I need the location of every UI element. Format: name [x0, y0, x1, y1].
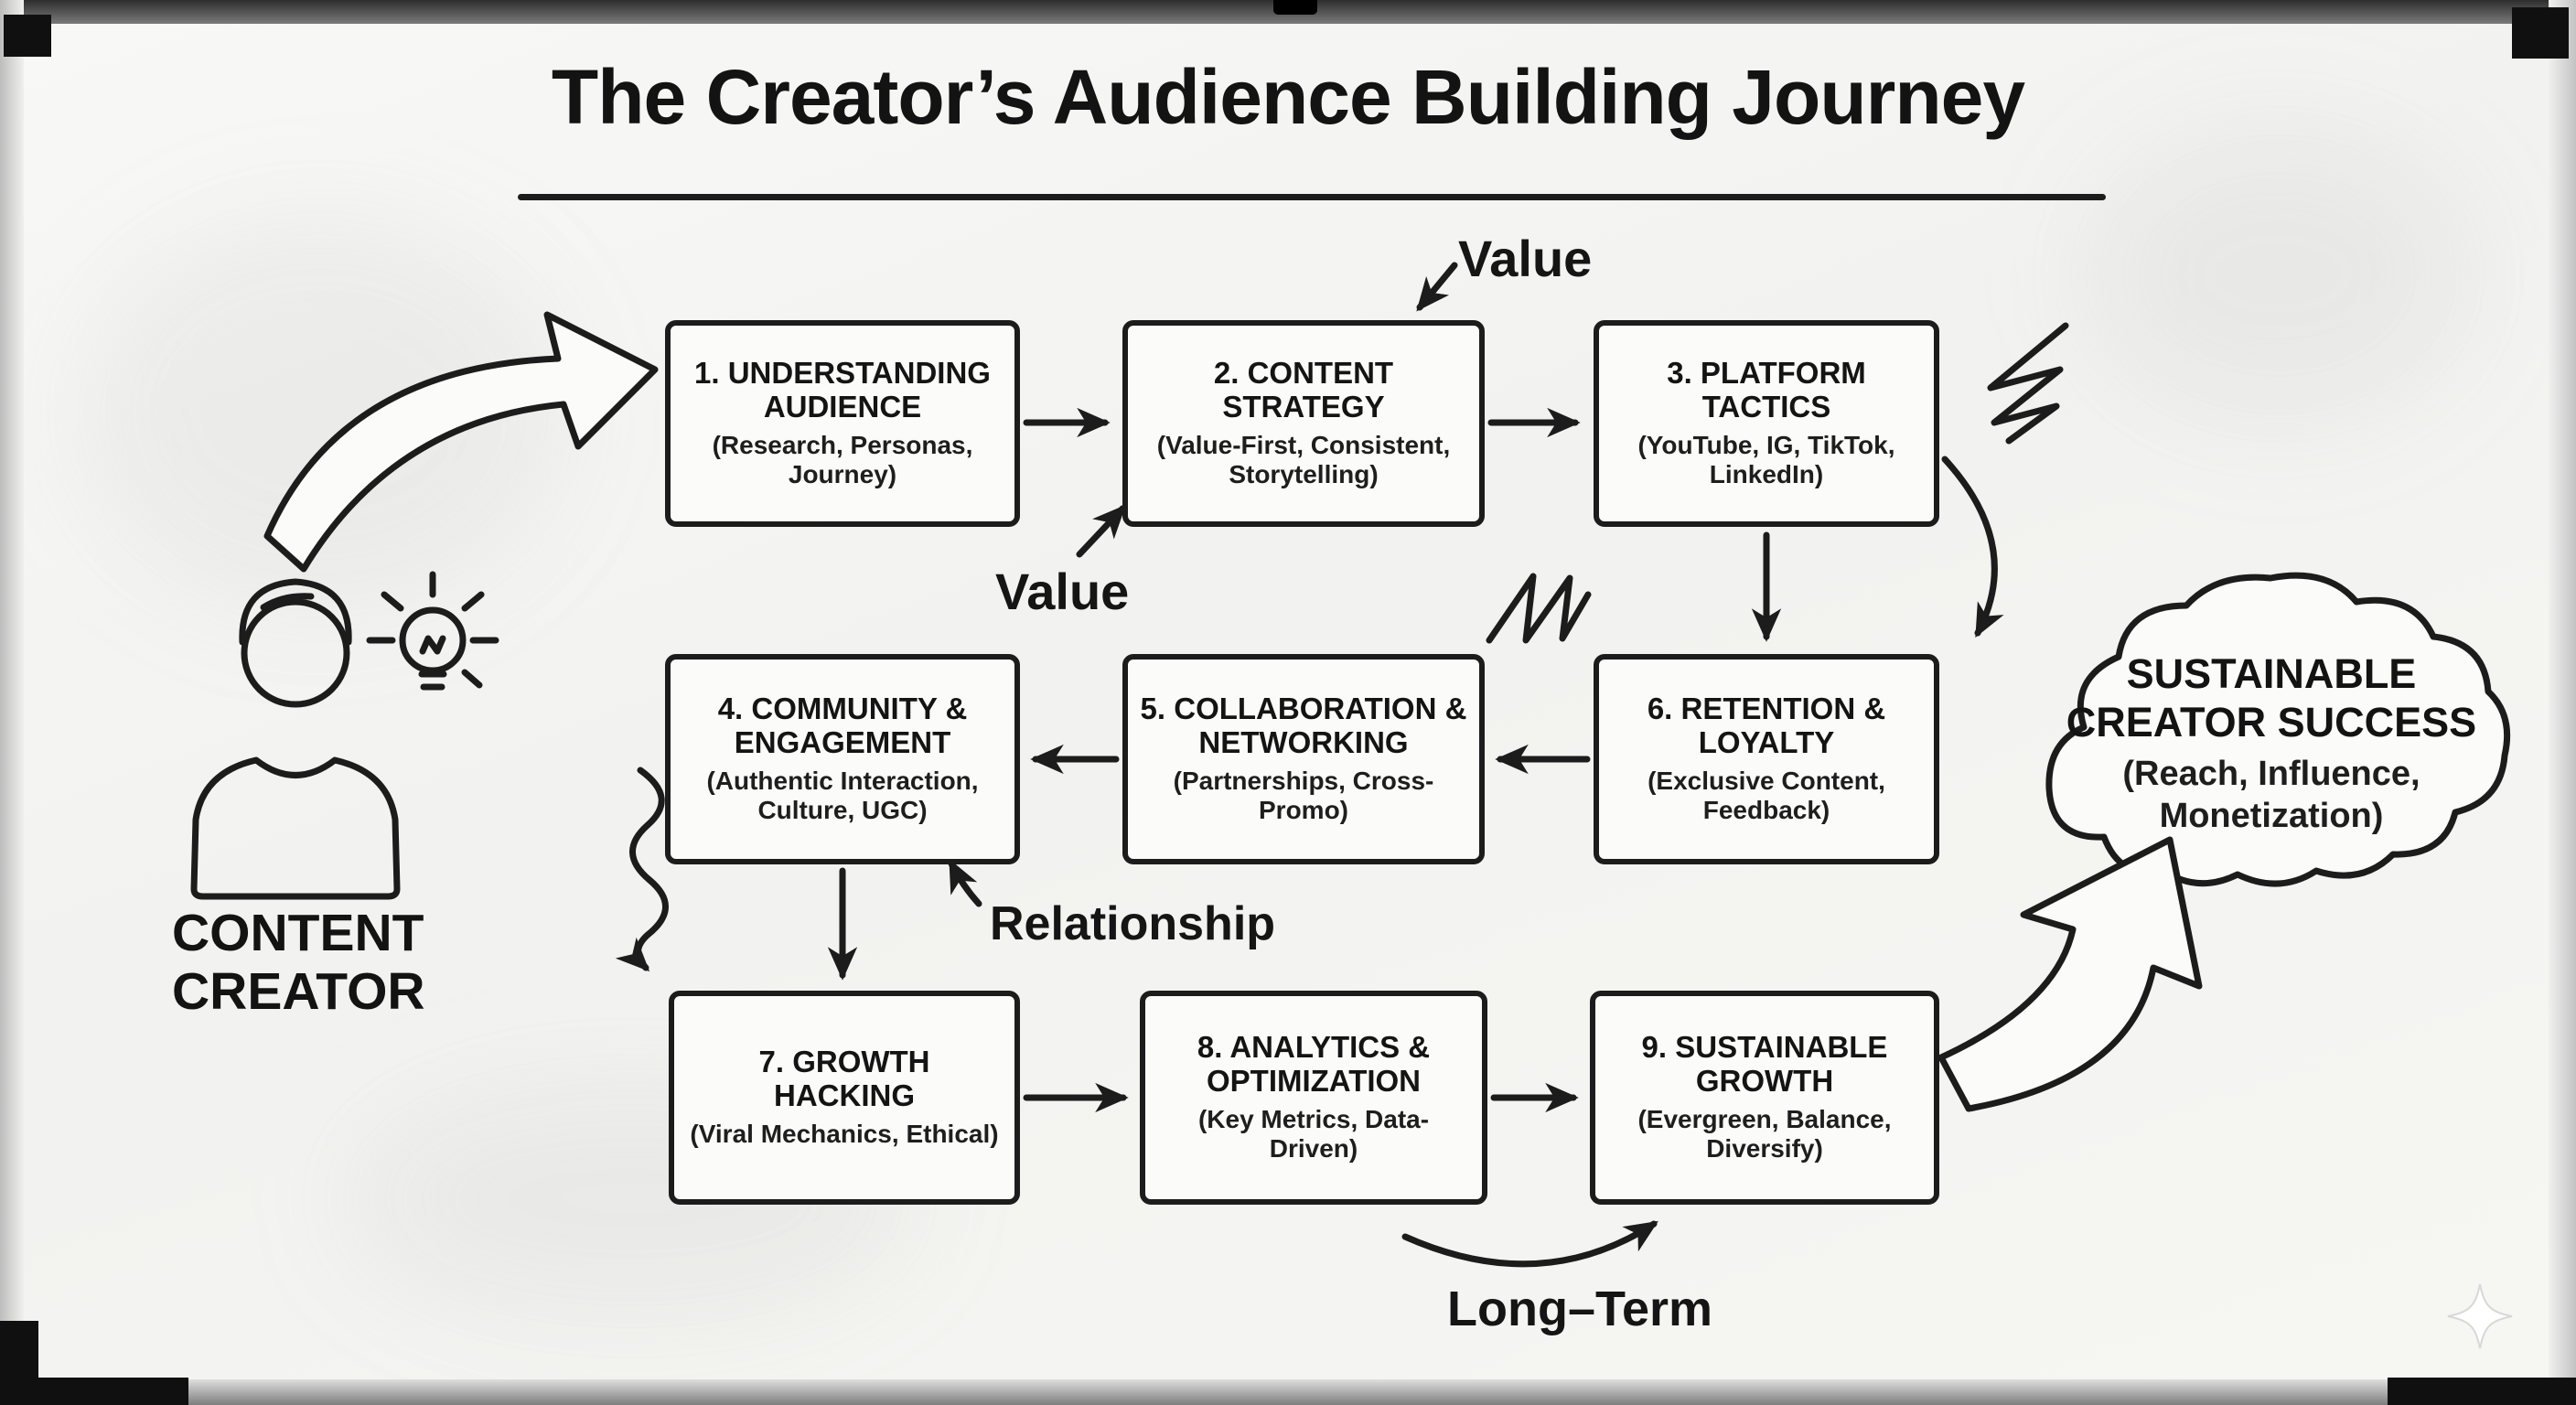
frame-top-notch: [1273, 0, 1317, 15]
step-title: 3. PLATFORM TACTICS: [1667, 356, 1866, 424]
content-creator-label: CONTENT CREATOR: [172, 904, 425, 1022]
step-subtitle: (Value-First, Consistent, Storytelling): [1156, 430, 1451, 489]
cloud-shape: [2045, 572, 2511, 887]
title-underline: [518, 194, 2106, 200]
annotation-long-term: Long–Term: [1447, 1282, 1713, 1336]
step-subtitle: (Evergreen, Balance, Diversify): [1637, 1104, 1892, 1164]
step-subtitle: (Authentic Interaction, Culture, UGC): [706, 766, 979, 825]
page-title: The Creator’s Audience Building Journey: [551, 54, 2025, 140]
frame-bottom: [0, 1379, 2576, 1405]
lightbulb-icon: [366, 571, 499, 691]
step-box-7: 7. GROWTH HACKING (Viral Mechanics, Ethi…: [669, 991, 1020, 1205]
frame-corner-top-right: [2512, 7, 2569, 59]
step-title: 2. CONTENT STRATEGY: [1213, 356, 1394, 424]
step-subtitle: (Research, Personas, Journey): [712, 430, 973, 489]
step-box-9: 9. SUSTAINABLE GROWTH (Evergreen, Balanc…: [1590, 991, 1939, 1205]
step-box-3: 3. PLATFORM TACTICS (YouTube, IG, TikTok…: [1594, 320, 1939, 527]
block-arrow-step9-to-success: [1937, 836, 2203, 1112]
value-top-arrow: [1416, 262, 1458, 312]
frame-corner-top-left: [4, 15, 51, 57]
step-box-4: 4. COMMUNITY & ENGAGEMENT (Authentic Int…: [665, 654, 1020, 864]
success-cloud-title: SUSTAINABLE CREATOR SUCCESS: [2066, 650, 2477, 746]
step-box-8: 8. ANALYTICS & OPTIMIZATION (Key Metrics…: [1140, 991, 1487, 1205]
step-title: 9. SUSTAINABLE GROWTH: [1641, 1030, 1888, 1099]
person-icon: [190, 578, 401, 900]
marker-smudge: [2086, 128, 2470, 421]
squiggle-above-step6: [1486, 573, 1592, 644]
frame-left: [0, 0, 24, 1405]
annotation-relationship: Relationship: [990, 897, 1276, 950]
squiggle-right-of-step3: [1987, 322, 2069, 445]
success-cloud: SUSTAINABLE CREATOR SUCCESS (Reach, Infl…: [2056, 649, 2486, 837]
block-arrow-creator-to-step1: [263, 311, 659, 573]
value-bottom-arrow: [1076, 504, 1126, 558]
frame-right: [2549, 0, 2576, 1405]
step-box-5: 5. COLLABORATION & NETWORKING (Partnersh…: [1122, 654, 1485, 864]
frame-corner-bottom-left: [0, 1378, 188, 1405]
step-box-1: 1. UNDERSTANDING AUDIENCE (Research, Per…: [665, 320, 1020, 527]
step-box-2: 2. CONTENT STRATEGY (Value-First, Consis…: [1122, 320, 1485, 527]
success-cloud-subtitle: (Reach, Influence, Monetization): [2122, 755, 2420, 835]
step-subtitle: (Key Metrics, Data-Driven): [1197, 1104, 1430, 1164]
relationship-arrow: [948, 858, 982, 907]
step-box-6: 6. RETENTION & LOYALTY (Exclusive Conten…: [1594, 654, 1939, 864]
step-subtitle: (Partnerships, Cross-Promo): [1173, 766, 1434, 825]
step-title: 6. RETENTION & LOYALTY: [1647, 692, 1886, 760]
squiggly-arrow-left-of-step7: [615, 767, 669, 972]
annotation-value-bottom: Value: [995, 563, 1130, 620]
step-subtitle: (Viral Mechanics, Ethical): [690, 1120, 999, 1149]
annotation-value-top: Value: [1458, 230, 1593, 287]
step-subtitle: (YouTube, IG, TikTok, LinkedIn): [1637, 430, 1895, 489]
step-title: 1. UNDERSTANDING AUDIENCE: [694, 356, 991, 424]
sparkle-icon: [2447, 1283, 2513, 1349]
step-title: 4. COMMUNITY & ENGAGEMENT: [717, 692, 968, 760]
step-title: 7. GROWTH HACKING: [758, 1045, 930, 1113]
step-title: 8. ANALYTICS & OPTIMIZATION: [1197, 1030, 1431, 1099]
frame-edge-mark: [0, 1321, 38, 1381]
curve-arrow-3-6: [1941, 456, 2004, 638]
step-title: 5. COLLABORATION & NETWORKING: [1140, 692, 1467, 760]
frame-corner-bottom-right: [2388, 1378, 2576, 1405]
step-subtitle: (Exclusive Content, Feedback): [1648, 766, 1885, 825]
long-term-arrow: [1401, 1220, 1658, 1268]
